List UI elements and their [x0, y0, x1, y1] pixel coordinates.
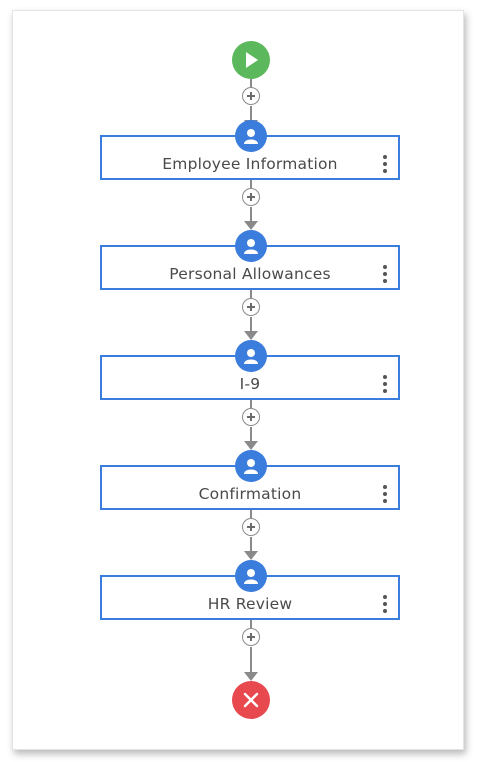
more-vertical-icon[interactable]: [381, 595, 389, 613]
connector-line: [250, 79, 252, 87]
connector-line: [250, 317, 252, 334]
more-vertical-icon[interactable]: [381, 265, 389, 283]
add-step-button[interactable]: [242, 408, 260, 426]
plus-icon: [247, 633, 255, 641]
connector: [241, 400, 261, 450]
connector-line: [250, 647, 252, 675]
user-icon: [235, 560, 267, 592]
connector-line: [250, 537, 252, 554]
arrow-down-icon: [244, 221, 258, 230]
step-label: HR Review: [207, 595, 293, 613]
step-label: Employee Information: [162, 155, 338, 173]
add-step-button[interactable]: [242, 87, 260, 105]
connector-line: [250, 290, 252, 298]
workflow-canvas: Employee Information Personal Allowances…: [12, 10, 464, 750]
more-vertical-icon[interactable]: [381, 375, 389, 393]
connector-line: [250, 106, 252, 123]
connector: [241, 620, 261, 681]
step-label: I-9: [239, 375, 261, 393]
user-icon: [235, 230, 267, 262]
add-step-button[interactable]: [242, 188, 260, 206]
plus-icon: [247, 92, 255, 100]
arrow-down-icon: [244, 441, 258, 450]
user-icon: [235, 450, 267, 482]
connector-line: [250, 207, 252, 224]
connector-line: [250, 400, 252, 408]
connector-line: [250, 180, 252, 188]
plus-icon: [247, 523, 255, 531]
plus-icon: [247, 303, 255, 311]
connector: [241, 290, 261, 340]
arrow-down-icon: [244, 672, 258, 681]
connector-line: [250, 620, 252, 628]
arrow-down-icon: [244, 551, 258, 560]
add-step-button[interactable]: [242, 628, 260, 646]
play-icon: [246, 52, 258, 68]
step-label: Personal Allowances: [169, 265, 331, 283]
connector-line: [250, 427, 252, 444]
connector: [241, 180, 261, 230]
connector: [241, 510, 261, 560]
add-step-button[interactable]: [242, 518, 260, 536]
workflow-step-1[interactable]: Employee Information: [100, 135, 400, 180]
plus-icon: [247, 413, 255, 421]
add-step-button[interactable]: [242, 298, 260, 316]
end-node[interactable]: [232, 681, 270, 719]
user-icon: [235, 120, 267, 152]
step-label: Confirmation: [198, 485, 302, 503]
plus-icon: [247, 193, 255, 201]
user-icon: [235, 340, 267, 372]
more-vertical-icon[interactable]: [381, 485, 389, 503]
more-vertical-icon[interactable]: [381, 155, 389, 173]
connector-line: [250, 510, 252, 518]
start-node[interactable]: [232, 41, 270, 79]
arrow-down-icon: [244, 331, 258, 340]
close-icon: [243, 692, 259, 708]
